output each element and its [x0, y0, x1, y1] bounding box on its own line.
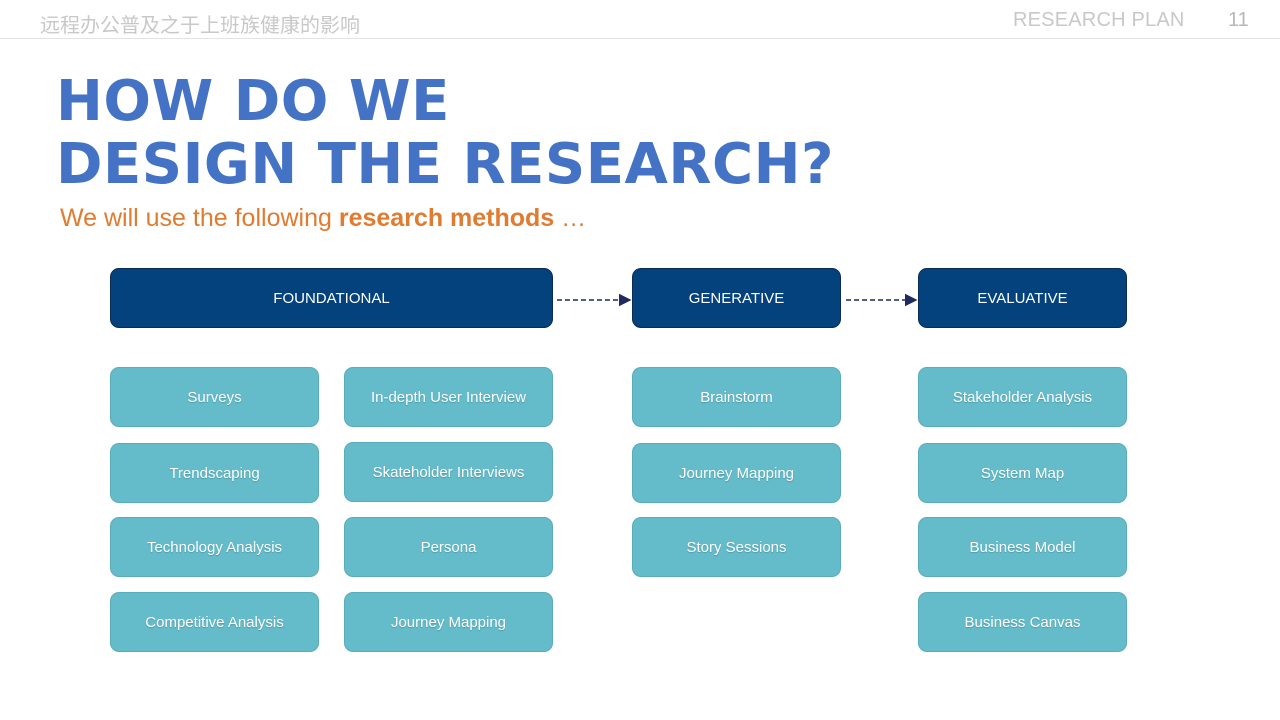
method-competitive-analysis: Competitive Analysis — [110, 592, 319, 652]
method-label: Journey Mapping — [678, 464, 795, 482]
method-label: Business Canvas — [964, 613, 1081, 631]
page-number: 11 — [1228, 9, 1249, 31]
top-bar: 远程办公普及之于上班族健康的影响 RESEARCH PLAN 11 — [0, 0, 1280, 39]
subtitle-emphasis: research methods — [338, 204, 555, 232]
method-stakeholder-interviews: Skateholder Interviews — [344, 442, 553, 502]
method-label: Surveys — [187, 388, 242, 406]
subtitle-suffix: … — [561, 204, 587, 232]
method-label: Story Sessions — [686, 538, 787, 556]
section-label: RESEARCH PLAN — [1013, 9, 1185, 31]
phase-foundational-label: FOUNDATIONAL — [273, 289, 390, 307]
method-journey-mapping-foundational: Journey Mapping — [344, 592, 553, 652]
method-label: Skateholder Interviews — [372, 463, 525, 481]
method-story-sessions: Story Sessions — [632, 517, 841, 577]
phase-generative-label: GENERATIVE — [688, 289, 785, 307]
title-line-2: DESIGN THE RESEARCH? — [56, 132, 834, 197]
deck-title: 远程办公普及之于上班族健康的影响 — [40, 13, 360, 37]
method-label: Technology Analysis — [146, 538, 283, 556]
method-label: System Map — [980, 464, 1065, 482]
phase-evaluative: EVALUATIVE — [918, 268, 1127, 328]
subtitle-prefix: We will use the following — [60, 204, 332, 232]
page-title: HOW DO WE DESIGN THE RESEARCH? — [56, 70, 834, 196]
method-label: Persona — [420, 538, 477, 556]
method-stakeholder-analysis: Stakeholder Analysis — [918, 367, 1127, 427]
method-label: Competitive Analysis — [145, 613, 284, 631]
phase-evaluative-label: EVALUATIVE — [977, 289, 1068, 307]
method-surveys: Surveys — [110, 367, 319, 427]
method-business-canvas: Business Canvas — [918, 592, 1127, 652]
method-trendscaping: Trendscaping — [110, 443, 319, 503]
title-line-1: HOW DO WE — [56, 69, 450, 134]
subtitle: We will use the following research metho… — [60, 204, 586, 233]
method-label: Business Model — [969, 538, 1076, 556]
method-technology-analysis: Technology Analysis — [110, 517, 319, 577]
method-business-model: Business Model — [918, 517, 1127, 577]
method-in-depth-user-interview: In-depth User Interview — [344, 367, 553, 427]
method-label: In-depth User Interview — [370, 388, 527, 406]
phase-foundational: FOUNDATIONAL — [110, 268, 553, 328]
method-label: Brainstorm — [700, 388, 773, 406]
method-label: Stakeholder Analysis — [952, 388, 1093, 406]
method-system-map: System Map — [918, 443, 1127, 503]
method-brainstorm: Brainstorm — [632, 367, 841, 427]
method-label: Trendscaping — [169, 464, 260, 482]
method-journey-mapping-generative: Journey Mapping — [632, 443, 841, 503]
method-persona: Persona — [344, 517, 553, 577]
method-label: Journey Mapping — [390, 613, 507, 631]
phase-generative: GENERATIVE — [632, 268, 841, 328]
